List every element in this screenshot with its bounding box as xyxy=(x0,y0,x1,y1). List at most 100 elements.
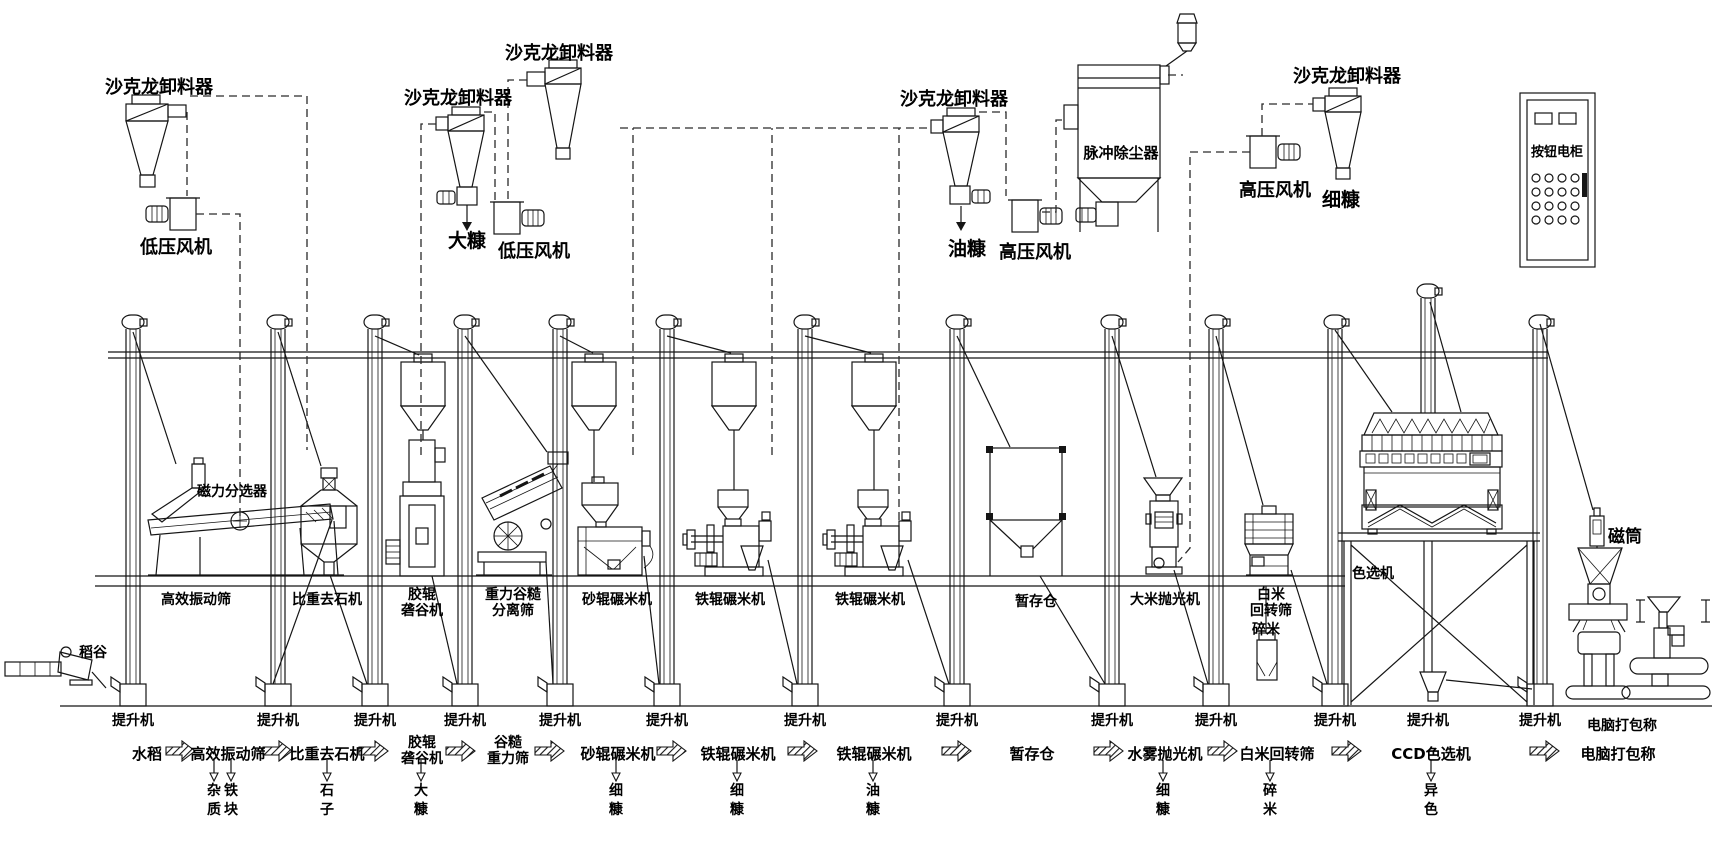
elevator-label: 提升机 xyxy=(784,713,826,729)
flow-step: 暂存仓 xyxy=(1009,745,1055,763)
vibrating-sieve xyxy=(147,503,347,576)
rotary-sieve-label-line2: 回转筛 xyxy=(1250,603,1292,619)
elevator-9 xyxy=(1089,314,1127,707)
iron-mill-label-2: 铁辊碾米机 xyxy=(835,592,905,608)
elevator-6 xyxy=(644,314,682,707)
elevator-7 xyxy=(782,314,820,707)
rubber-roller-husker xyxy=(385,439,446,577)
paddy-intake xyxy=(4,646,107,689)
pulse-dust-collector xyxy=(1063,13,1198,232)
elevator-label: 提升机 xyxy=(257,713,299,729)
flow-step-line: 谷糙 xyxy=(494,735,522,751)
packing-scale-unit xyxy=(1621,596,1711,700)
cyclone-label-2: 沙克龙卸料器 xyxy=(404,88,512,109)
destoner xyxy=(300,467,358,576)
elevator-4 xyxy=(442,314,480,707)
iron-roller-mill-2 xyxy=(822,489,912,577)
cyclone-2 xyxy=(435,106,485,231)
elevator-label: 提升机 xyxy=(1314,713,1356,729)
aspiration-ducts xyxy=(186,74,1313,563)
storage-bin xyxy=(986,446,1066,576)
flow-step: 铁辊碾米机 xyxy=(700,745,776,763)
low-pressure-fan-2 xyxy=(490,201,545,235)
output-label: 碎米 xyxy=(1263,783,1277,818)
elevator-11 xyxy=(1312,314,1350,707)
elevator-5 xyxy=(537,314,575,707)
husker-label-line2: 砻谷机 xyxy=(401,603,443,619)
elevator-label: 提升机 xyxy=(112,713,154,729)
magnetic-cylinder-unit xyxy=(1565,507,1631,700)
flow-step: 谷糙重力筛 xyxy=(487,735,529,767)
paddy-separator-label-line1: 重力谷糙 xyxy=(485,587,541,603)
cabinet-label: 按钮电柜 xyxy=(1530,145,1584,160)
paddy-separator-label: 重力谷糙 分离筛 xyxy=(485,587,541,619)
elevator-3 xyxy=(352,314,390,707)
cyclone-label-4: 沙克龙卸料器 xyxy=(900,89,1008,110)
high-pressure-fan-2 xyxy=(1246,135,1301,169)
flow-step: 高效振动筛 xyxy=(190,745,266,763)
spouts xyxy=(132,301,1594,690)
flow-step: 胶辊砻谷机 xyxy=(401,735,443,767)
destoner-label: 比重去石机 xyxy=(292,592,362,608)
elevator-label: 提升机 xyxy=(444,713,486,729)
output-label: 异色 xyxy=(1424,783,1438,818)
flow-step: 铁辊碾米机 xyxy=(836,745,912,763)
paddy-separator-label-line2: 分离筛 xyxy=(492,603,534,619)
elevator-10 xyxy=(1193,314,1231,707)
elevator-13 xyxy=(1517,314,1555,707)
output-label: 细糠 xyxy=(609,783,623,818)
rotary-sieve-label: 白米 回转筛 xyxy=(1250,587,1292,619)
rice-polisher xyxy=(1142,477,1184,575)
low-pressure-fan-1 xyxy=(145,197,200,231)
elevator-label: 提升机 xyxy=(1407,713,1449,729)
elevator-label: 提升机 xyxy=(354,713,396,729)
output-label: 石子 xyxy=(320,783,334,818)
output-label: 杂质 xyxy=(207,783,221,818)
husker-label-line1: 胶辊 xyxy=(408,587,436,603)
flow-step: CCD色选机 xyxy=(1391,745,1471,763)
iron-mill-label-1: 铁辊碾米机 xyxy=(695,592,765,608)
high-fan-label-1: 高压风机 xyxy=(999,242,1071,263)
flow-step-line: 砻谷机 xyxy=(401,751,443,767)
elevator-label: 提升机 xyxy=(936,713,978,729)
broken-rice-label: 碎米 xyxy=(1252,622,1280,638)
polisher-label: 大米抛光机 xyxy=(1130,592,1200,608)
flow-step: 比重去石机 xyxy=(289,745,365,763)
cyclone-label-3: 沙克龙卸料器 xyxy=(505,43,613,64)
output-label: 大糠 xyxy=(414,783,428,818)
paddy-label: 稻谷 xyxy=(79,645,107,661)
elevator-label: 提升机 xyxy=(646,713,688,729)
sand-roller-mill xyxy=(577,476,654,576)
flow-step: 砂辊碾米机 xyxy=(580,745,656,763)
magnetic-separator-label: 磁力分选器 xyxy=(197,484,267,500)
flow-output-arrows xyxy=(209,760,1436,783)
husker-label: 胶辊 砻谷机 xyxy=(401,587,443,619)
output-label: 铁块 xyxy=(224,783,238,818)
elevator-label: 提升机 xyxy=(1195,713,1237,729)
storage-bin-label: 暂存仓 xyxy=(1015,594,1057,610)
fine-bran-label: 细糠 xyxy=(1321,189,1361,211)
cyclone-1 xyxy=(125,94,187,188)
flow-arrows xyxy=(165,739,1560,763)
low-fan-label-2: 低压风机 xyxy=(498,241,570,262)
output-label: 细糠 xyxy=(730,783,744,818)
magnetic-cylinder-label: 磁筒 xyxy=(1608,527,1642,547)
plant-structure xyxy=(60,351,1712,707)
flow-step: 白米回转筛 xyxy=(1239,745,1315,763)
cyclone-label-5: 沙克龙卸料器 xyxy=(1293,66,1401,87)
oil-bran-label: 油糠 xyxy=(947,238,987,260)
button-cabinet xyxy=(1519,92,1596,268)
rotary-sieve xyxy=(1244,505,1294,681)
cyclone-label-1: 沙克龙卸料器 xyxy=(105,77,213,98)
magnetic-separator xyxy=(150,457,207,523)
output-label: 细糠 xyxy=(1156,783,1170,818)
sand-mill-label: 砂辊碾米机 xyxy=(582,592,652,608)
flow-step-line: 胶辊 xyxy=(408,735,436,751)
dust-collector-label: 脉冲除尘器 xyxy=(1083,144,1159,162)
flow-step: 电脑打包称 xyxy=(1580,745,1656,763)
flow-step: 水雾抛光机 xyxy=(1127,745,1203,763)
flow-step: 水稻 xyxy=(131,745,163,763)
vibrating-sieve-label: 高效振动筛 xyxy=(161,592,231,608)
